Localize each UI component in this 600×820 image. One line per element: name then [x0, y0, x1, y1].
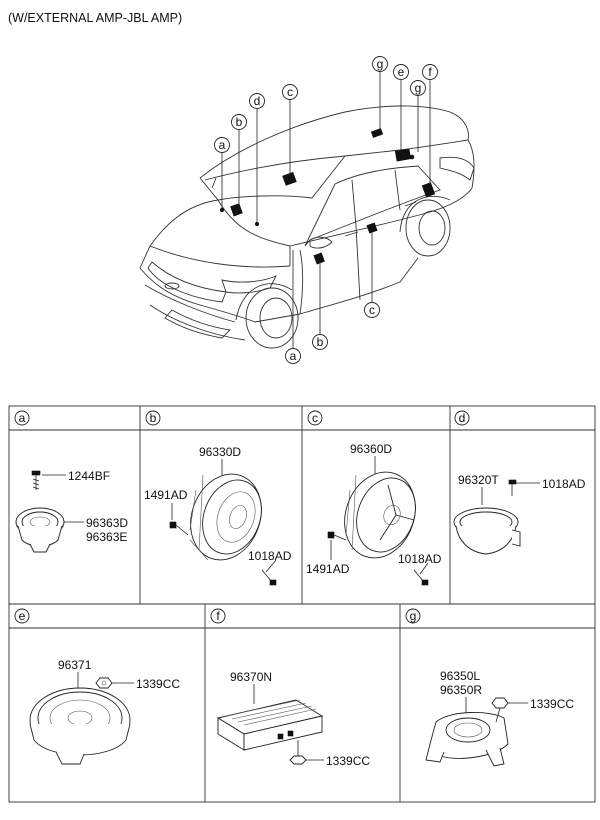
amplifier-icon	[216, 699, 324, 751]
svg-text:f: f	[428, 65, 432, 79]
callout-f	[422, 64, 438, 80]
svg-text:c: c	[287, 85, 293, 99]
part-1018AD-b: 1018AD	[248, 549, 292, 563]
part-96360D: 96360D	[350, 442, 392, 456]
cell-f: f 96370N 1339CC	[210, 608, 370, 768]
cell-d-letter: d	[459, 411, 466, 425]
part-1491AD-c: 1491AD	[306, 562, 350, 576]
part-96350L: 96350L	[440, 669, 480, 683]
part-96330D: 96330D	[199, 445, 241, 459]
screw-icon	[261, 569, 277, 586]
svg-text:a: a	[219, 138, 226, 152]
part-96370N: 96370N	[230, 670, 272, 684]
center-speaker-icon	[425, 711, 509, 767]
cell-d: d 96320T 1018AD	[453, 410, 586, 555]
callout-a-top	[214, 137, 230, 153]
rear-door-speaker-icon	[344, 471, 416, 559]
svg-text:d: d	[254, 94, 261, 108]
cell-e: e 96371 1339CC	[14, 608, 180, 765]
cell-g: g 96350L 96350R 1339CC	[405, 608, 574, 767]
part-1491AD-b: 1491AD	[144, 488, 188, 502]
cell-g-letter: g	[410, 609, 417, 623]
part-1339CC-e: 1339CC	[136, 677, 180, 691]
car-illustration	[139, 105, 475, 349]
part-96350R: 96350R	[440, 683, 482, 697]
car-callouts: a b d c g e f g a b	[214, 56, 438, 364]
svg-text:c: c	[369, 303, 375, 317]
screw-icon	[413, 569, 429, 586]
nut-icon	[289, 755, 307, 765]
diagram-title: (W/EXTERNAL AMP-JBL AMP)	[8, 11, 182, 25]
svg-text:b: b	[236, 115, 243, 129]
callout-c-bottom	[364, 302, 380, 318]
parts-grid	[8, 405, 596, 803]
part-1244BF: 1244BF	[68, 469, 110, 483]
nut-icon	[491, 697, 509, 709]
cell-f-letter: f	[216, 609, 220, 623]
cell-b-letter: b	[150, 411, 157, 425]
callout-c-top	[282, 84, 298, 100]
callout-a-bottom	[285, 348, 301, 364]
cell-a: a 1244BF 96363D 96363E	[14, 410, 128, 553]
svg-text:g: g	[415, 81, 422, 95]
svg-text:g: g	[377, 57, 384, 71]
dash-speaker-icon	[453, 507, 521, 555]
callout-g-top	[372, 56, 388, 72]
part-96363E: 96363E	[86, 530, 127, 544]
cell-c-letter: c	[312, 411, 318, 425]
part-96363D: 96363D	[86, 516, 128, 530]
cell-a-letter: a	[19, 411, 26, 425]
callout-g-right	[410, 80, 426, 96]
part-1339CC-f: 1339CC	[326, 754, 370, 768]
cell-e-letter: e	[19, 609, 26, 623]
cell-c: c 96360D 1491AD 1018AD	[306, 410, 442, 586]
nut-icon	[95, 677, 113, 689]
tweeter-speaker-icon	[15, 507, 65, 553]
svg-text:b: b	[317, 335, 324, 349]
callout-e	[393, 64, 409, 80]
screw-icon	[31, 470, 41, 490]
part-96320T: 96320T	[458, 473, 499, 487]
cell-b: b 96330D 1491AD 1018AD	[144, 410, 292, 586]
svg-text:e: e	[398, 65, 405, 79]
svg-text:a: a	[290, 349, 297, 363]
callout-b-bottom	[312, 334, 328, 350]
part-1018AD-d: 1018AD	[542, 477, 586, 491]
screw-icon	[508, 479, 517, 496]
part-1339CC-g: 1339CC	[530, 697, 574, 711]
callout-b-top	[231, 114, 247, 130]
door-speaker-icon	[189, 473, 262, 561]
callout-d	[249, 93, 265, 109]
part-1018AD-c: 1018AD	[398, 552, 442, 566]
subwoofer-speaker-icon	[29, 687, 131, 765]
part-96371: 96371	[58, 658, 92, 672]
